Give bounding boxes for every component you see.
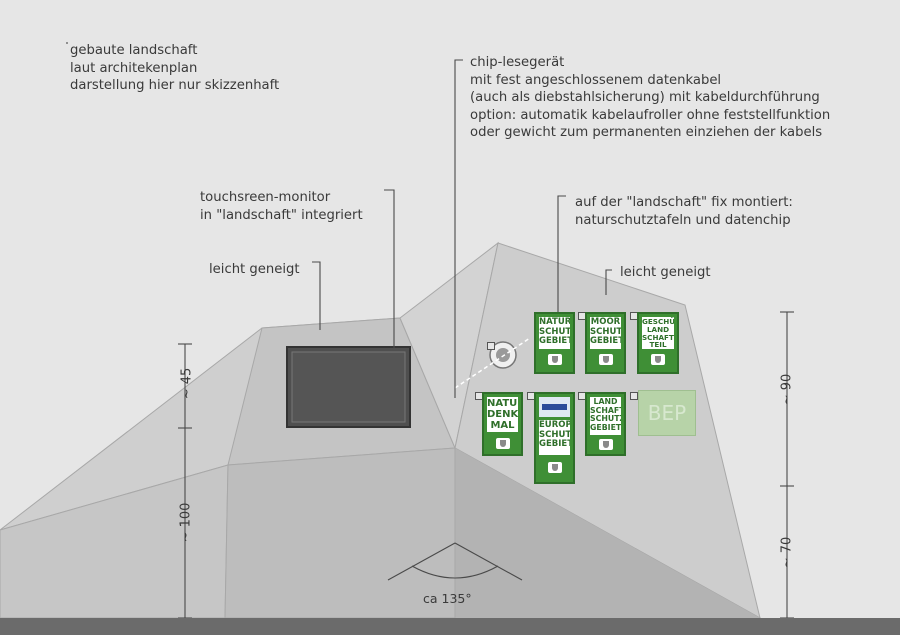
note-tilt-right: leicht geneigt	[620, 265, 711, 280]
leader-chip-reader	[454, 59, 463, 398]
sign-label: NATUR DENK MAL	[487, 397, 518, 432]
dim-label-right-lower: ~ 70	[779, 536, 795, 569]
cable-dash	[454, 337, 531, 389]
angle-label: ca 135°	[423, 591, 472, 606]
sign-naturdenkmal: NATUR DENK MAL	[482, 392, 523, 456]
chip-marker	[630, 392, 638, 400]
leader-tilt-right	[605, 269, 612, 295]
dim-label-left-lower: ~ 100	[178, 502, 194, 543]
sign-label: LAND SCHAFTS SCHUTZ GEBIET	[590, 397, 621, 435]
monitor-screen	[291, 351, 406, 423]
bep-plate: BEP	[638, 390, 696, 436]
crest-icon	[598, 439, 613, 450]
sign-label: NATUR SCHUTZ GEBIET	[539, 317, 570, 349]
sign-europaschutzgebiet: EUROPA SCHUTZ GEBIET	[534, 392, 575, 484]
crest-icon	[547, 462, 562, 473]
leader-monitor	[384, 189, 395, 348]
sign-label: MOOR SCHUTZ GEBIET	[590, 317, 621, 349]
sign-naturschutzgebiet: NATUR SCHUTZ GEBIET	[534, 312, 575, 374]
note-mounted: auf der "landschaft" fix montiert: natur…	[575, 195, 793, 228]
crest-icon	[495, 438, 510, 449]
leader-mounted	[557, 195, 566, 312]
crest-icon	[547, 354, 562, 365]
note-chip-reader: chip-lesegerät mit fest angeschlossenem …	[470, 55, 831, 140]
crest-icon	[651, 354, 665, 365]
angle-ray-left	[387, 542, 456, 581]
dim-label-right-upper: ~ 90	[779, 373, 795, 406]
angle-arc	[411, 565, 499, 579]
leader-tilt-left	[312, 261, 321, 330]
sign-geschuetzter-landschaftsteil: GESCHÜTZTER LAND SCHAFTS TEIL	[637, 312, 679, 374]
flag-icon	[539, 397, 570, 417]
sign-label: GESCHÜTZTER LAND SCHAFTS TEIL	[642, 317, 674, 349]
note-tilt-left: leicht geneigt	[209, 262, 300, 277]
landscape-front-shade	[455, 448, 760, 618]
dim-label-left-upper: ~ 45	[179, 367, 195, 400]
ground-strip	[0, 618, 900, 635]
sign-label: EUROPA SCHUTZ GEBIET	[539, 420, 570, 455]
chip-marker	[487, 342, 495, 350]
sign-landschaftsschutzgebiet: LAND SCHAFTS SCHUTZ GEBIET	[585, 392, 626, 456]
sign-moorschutzgebiet: MOOR SCHUTZ GEBIET	[585, 312, 626, 374]
note-monitor: touchsreen-monitor in "landschaft" integ…	[200, 190, 363, 223]
angle-ray-right	[454, 542, 523, 581]
note-landscape: gebaute landschaft laut architekenplan d…	[70, 43, 280, 93]
crest-icon	[598, 354, 613, 365]
